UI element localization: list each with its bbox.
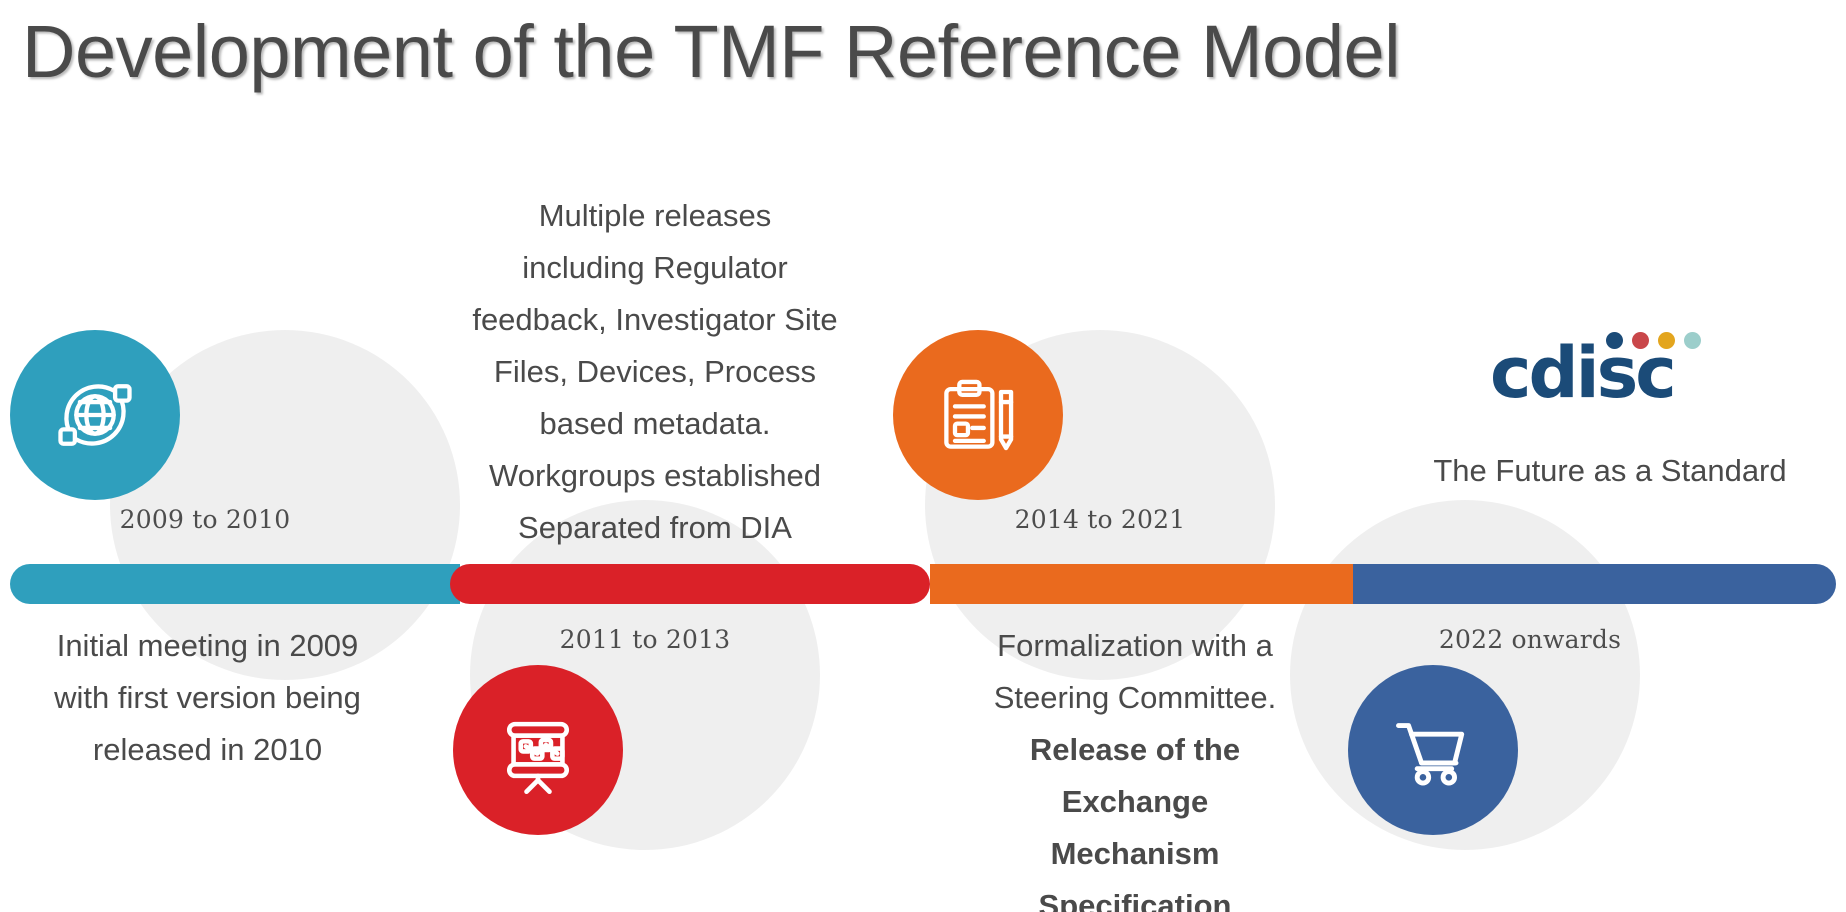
description-line: Steering Committee.	[993, 680, 1277, 715]
cdisc-dot-red	[1632, 332, 1649, 349]
year-label-2014-2021: 2014 to 2021	[1014, 505, 1186, 534]
cdisc-dot-gold	[1658, 332, 1675, 349]
year-label-2009-2010: 2009 to 2010	[119, 505, 291, 534]
timeline-segment-2022-onwards[interactable]	[1353, 564, 1836, 604]
timeline-bar	[10, 564, 1836, 604]
clipboard-pencil-icon	[932, 369, 1024, 461]
milestone-node-2009-2010[interactable]	[10, 330, 180, 500]
description-2022-onwards: The Future as a Standard	[1433, 453, 1787, 488]
description-line: Multiple releases	[538, 198, 772, 233]
timeline-segment-2011-2013[interactable]	[450, 564, 930, 604]
cdisc-dot-navy	[1606, 332, 1623, 349]
cdisc-wordmark: cdisc	[1490, 332, 1677, 414]
description-line: with first version being	[54, 680, 361, 715]
description-line: released in 2010	[92, 732, 323, 767]
shopping-cart-icon	[1387, 704, 1479, 796]
description-line: including Regulator	[522, 250, 788, 285]
description-line: based metadata.	[539, 406, 771, 441]
description-2011-2013: Multiple releases including Regulator fe…	[455, 190, 855, 554]
description-line: Formalization with a	[997, 628, 1273, 663]
milestone-node-2014-2021[interactable]	[893, 330, 1063, 500]
year-label-2011-2013: 2011 to 2013	[559, 625, 731, 654]
year-label-2022-onwards: 2022 onwards	[1438, 625, 1622, 654]
description-line: Mechanism Specification	[1038, 836, 1232, 912]
description-line: Separated from DIA	[518, 510, 792, 545]
description-line: Workgroups established	[489, 458, 821, 493]
presentation-chart-icon	[492, 704, 584, 796]
timeline-segment-2009-2010[interactable]	[10, 564, 460, 604]
cdisc-logo: cdisc	[1490, 330, 1720, 414]
cdisc-dot-teal	[1684, 332, 1701, 349]
description-line: feedback, Investigator Site	[472, 302, 838, 337]
globe-network-icon	[49, 369, 141, 461]
description-line: Files, Devices, Process	[493, 354, 817, 389]
timeline-segment-2014-2021[interactable]	[930, 564, 1353, 604]
milestone-node-2011-2013[interactable]	[453, 665, 623, 835]
description-2009-2010: Initial meeting in 2009 with first versi…	[35, 620, 380, 776]
page-title: Development of the TMF Reference Model	[22, 10, 1401, 93]
milestone-node-2022-onwards[interactable]	[1348, 665, 1518, 835]
description-line: Release of the Exchange	[1029, 732, 1241, 819]
description-line: Initial meeting in 2009	[56, 628, 359, 663]
description-2014-2021: Formalization with a Steering Committee.…	[955, 620, 1315, 912]
